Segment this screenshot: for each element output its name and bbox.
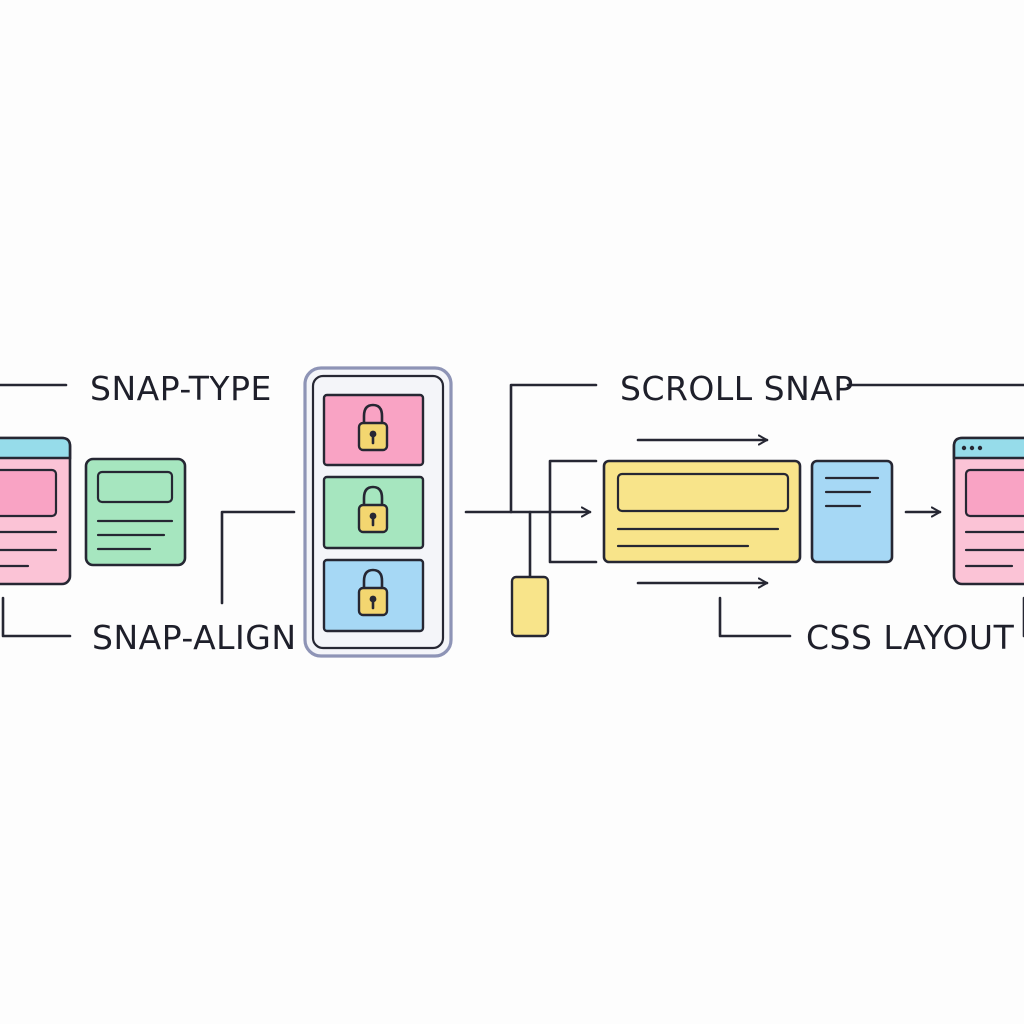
left-browser-window-icon — [0, 436, 72, 586]
green-content-card — [84, 457, 187, 567]
scroll-snap-label: SCROLL SNAP — [620, 369, 854, 408]
lock-icon — [357, 568, 389, 617]
blue-content-card — [810, 459, 894, 564]
css-layout-label: CSS LAYOUT — [806, 618, 1015, 657]
snap-align-label: SNAP-ALIGN — [92, 618, 297, 657]
lock-icon — [357, 485, 389, 534]
yellow-scroll-panel — [602, 459, 802, 564]
lock-icon — [357, 403, 389, 452]
small-yellow-block — [510, 575, 550, 638]
left-card-to-phone-connector — [220, 510, 296, 605]
snap-type-label: SNAP-TYPE — [90, 369, 272, 408]
snap-align-leader-line — [1, 596, 72, 638]
scroll-snap-leader-line — [509, 383, 598, 514]
right-browser-window-icon — [952, 436, 1024, 586]
connector-lines — [0, 383, 1024, 638]
css-layout-leader-line — [718, 596, 792, 638]
